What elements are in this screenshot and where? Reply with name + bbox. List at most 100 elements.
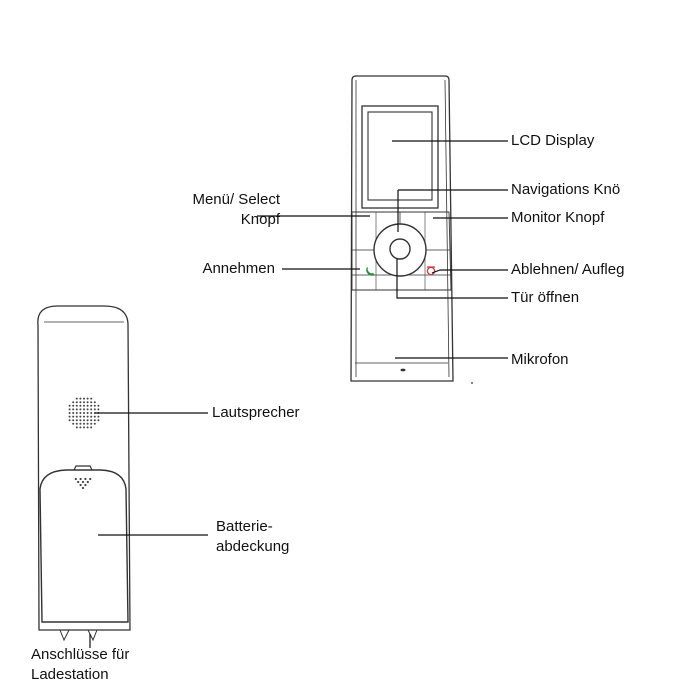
speaker-hole: [86, 412, 89, 414]
speaker-hole: [86, 426, 89, 429]
grip-dot: [74, 477, 77, 481]
speaker-hole: [93, 415, 96, 418]
speaker-hole: [68, 412, 71, 414]
phone-answer-icon: [366, 267, 375, 276]
speaker-hole: [72, 422, 75, 425]
label-navigation: Navigations Knö: [511, 181, 621, 198]
grip-dot: [81, 486, 85, 490]
speaker-hole: [68, 415, 71, 418]
label-anschluesse-line2: Ladestation: [31, 666, 109, 683]
speaker-hole: [83, 408, 85, 411]
grip-dot: [79, 477, 82, 481]
handset-front: [350, 75, 454, 382]
navigation-ring: [373, 223, 427, 277]
speaker-hole: [79, 415, 82, 418]
speaker-hole: [86, 415, 89, 418]
speaker-hole: [72, 412, 75, 414]
speaker-hole: [79, 397, 82, 400]
speaker-hole: [83, 397, 85, 400]
speaker-hole: [72, 419, 75, 422]
speaker-hole: [75, 412, 78, 414]
label-anschluesse-line1: Anschlüsse für: [31, 646, 130, 663]
grip-dot: [81, 480, 85, 484]
handset-back-body: [37, 305, 131, 631]
label-batterie-line1: Batterie-: [216, 518, 273, 535]
speaker-hole: [90, 415, 93, 418]
speaker-hole: [75, 419, 78, 422]
label-anschluesse: Anschlüsse für Ladestation: [31, 645, 129, 685]
label-menu-select: Menü/ Select Knopf: [192, 190, 280, 230]
speaker-hole: [93, 404, 96, 407]
keypad-panel: [351, 211, 452, 291]
speaker-hole: [68, 419, 71, 422]
speaker-hole: [86, 404, 89, 407]
label-batterie: Batterie- abdeckung: [216, 517, 289, 557]
handset-front-body: [350, 75, 454, 382]
speaker-hole: [97, 404, 100, 407]
speaker-hole: [86, 401, 89, 404]
speaker-hole: [75, 422, 78, 425]
speaker-hole: [86, 419, 89, 422]
speaker-hole: [93, 408, 96, 411]
speaker-hole: [90, 401, 93, 404]
lcd-display: [361, 105, 439, 209]
speaker-hole: [83, 422, 85, 425]
label-ablehnen: Ablehnen/ Aufleg: [511, 261, 625, 278]
speaker-hole: [90, 397, 93, 400]
label-tuer-oeffnen: Tür öffnen: [511, 289, 580, 306]
speaker-hole: [75, 408, 78, 411]
speaker-hole: [93, 419, 96, 422]
grip-dot: [84, 483, 87, 487]
speaker-hole: [79, 412, 82, 414]
microphone-hole: [400, 368, 406, 372]
label-menu-select-line2: Knopf: [240, 211, 280, 228]
label-menu-select-line1: Menü/ Select: [192, 191, 280, 208]
speaker-hole: [93, 422, 96, 425]
speaker-hole: [68, 404, 71, 407]
speaker-hole: [79, 401, 82, 404]
battery-cover: [39, 469, 129, 623]
speaker-hole: [86, 422, 89, 425]
speaker-hole: [79, 408, 82, 411]
speaker-hole: [90, 419, 93, 422]
leader-ablehnen: [431, 269, 508, 274]
speaker-hole: [90, 412, 93, 414]
speaker-hole: [83, 401, 85, 404]
speaker-hole: [90, 422, 93, 425]
grip-dot: [79, 483, 82, 487]
connector-left: [59, 629, 70, 642]
speaker-grille: [68, 397, 100, 429]
speaker-hole: [72, 404, 75, 407]
label-lautsprecher: Lautsprecher: [212, 404, 300, 421]
connector-right: [87, 629, 98, 642]
label-mikrofon: Mikrofon: [511, 351, 569, 368]
speaker-hole: [75, 397, 78, 400]
speaker-hole: [72, 415, 75, 418]
speaker-hole: [79, 426, 82, 429]
speaker-hole: [90, 404, 93, 407]
label-lcd-display: LCD Display: [511, 132, 595, 149]
speaker-hole: [93, 401, 96, 404]
grip-dot: [86, 480, 89, 484]
grip-dot: [89, 477, 92, 481]
label-batterie-line2: abdeckung: [216, 538, 290, 555]
speaker-hole: [97, 415, 100, 418]
speaker-hole: [83, 415, 85, 418]
speaker-hole: [83, 426, 85, 429]
speaker-hole: [75, 401, 78, 404]
speaker-hole: [72, 408, 75, 411]
speaker-hole: [90, 408, 93, 411]
speaker-hole: [72, 401, 75, 404]
speaker-hole: [83, 404, 85, 407]
speaker-hole: [79, 422, 82, 425]
speaker-hole: [75, 426, 78, 429]
lcd-screen: [367, 111, 433, 201]
leader-lines: [89, 140, 508, 648]
speaker-hole: [83, 412, 85, 414]
speaker-hole: [97, 419, 100, 422]
grip-dot: [84, 477, 87, 481]
speaker-hole: [86, 408, 89, 411]
phone-hangup-icon: [426, 266, 436, 276]
speaker-hole: [79, 419, 82, 422]
